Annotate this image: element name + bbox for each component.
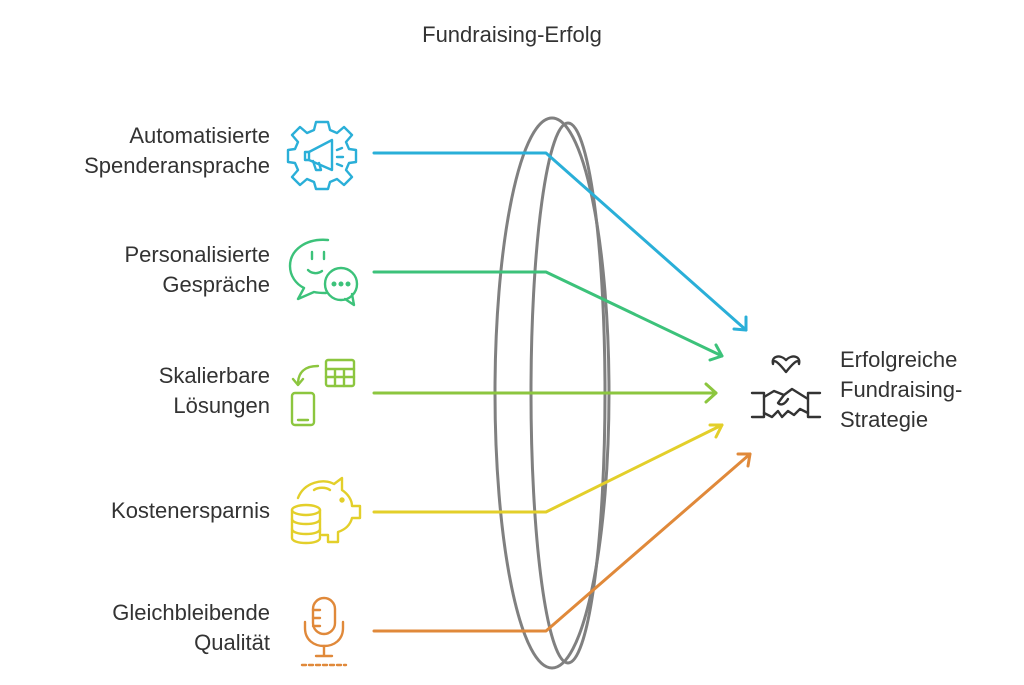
label-personalisierte-line2: Gespräche (162, 272, 270, 297)
label-qualitaet-line1: Gleichbleibende (112, 600, 270, 625)
result-line2: Fundraising- (840, 377, 963, 402)
arrow-automatisierte-head (732, 315, 748, 332)
result-line1: Erfolgreiche (840, 347, 958, 372)
label-qualitaet: Gleichbleibende Qualität (112, 598, 270, 658)
label-automatisierte-line2: Spenderansprache (84, 153, 270, 178)
microphone-icon (300, 596, 348, 667)
arrows (372, 151, 752, 633)
label-automatisierte-line1: Automatisierte (129, 123, 270, 148)
label-skalierbare-line2: Lösungen (173, 393, 270, 418)
megaphone-gear-icon (286, 120, 358, 191)
result-line3: Strategie (840, 407, 929, 432)
result-label: Erfolgreiche Fundraising- Strategie (840, 345, 962, 435)
arrow-skalierbare-head (704, 382, 718, 404)
label-personalisierte-line1: Personalisierte (124, 242, 270, 267)
label-kosten: Kostenersparnis (111, 496, 270, 526)
arrow-personalisierte (372, 270, 724, 358)
diagram-title: Fundraising-Erfolg (422, 22, 602, 47)
piggy-bank-coins-icon (290, 476, 362, 545)
arrow-personalisierte-head (708, 343, 724, 362)
handshake-heart-icon (750, 355, 822, 419)
label-personalisierte: Personalisierte Gespräche (124, 240, 270, 300)
scalable-devices-icon (290, 358, 356, 427)
arrow-kosten (372, 423, 724, 514)
arrow-qualitaet (372, 452, 752, 633)
label-automatisierte: Automatisierte Spenderansprache (84, 121, 270, 181)
label-qualitaet-line2: Qualität (194, 630, 270, 655)
chat-bubbles-icon (288, 238, 359, 307)
arrow-qualitaet-head (736, 452, 752, 468)
label-skalierbare: Skalierbare Lösungen (159, 361, 270, 421)
label-kosten-line1: Kostenersparnis (111, 498, 270, 523)
label-skalierbare-line1: Skalierbare (158, 363, 270, 388)
arrow-automatisierte (372, 151, 748, 332)
arrow-kosten-head (708, 423, 724, 439)
